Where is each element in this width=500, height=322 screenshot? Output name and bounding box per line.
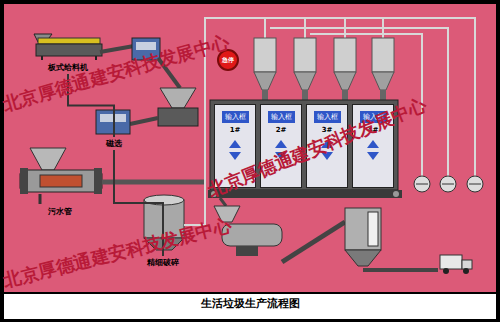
conveyor [100, 46, 134, 52]
arrow-button [229, 152, 241, 160]
drum-screen [20, 170, 102, 192]
conveyor [363, 268, 438, 272]
hopper [160, 88, 196, 108]
node-text: 精细破碎 [147, 257, 179, 268]
silo-cone [334, 72, 356, 90]
leg [95, 56, 97, 60]
pipe [264, 18, 266, 38]
silo [294, 38, 316, 72]
motor [236, 246, 258, 256]
background [4, 4, 496, 292]
sewer-pipe [39, 194, 42, 204]
conveyor [102, 180, 205, 185]
belt-conveyor [208, 190, 402, 198]
pipe [382, 18, 384, 38]
arrow-buttons [367, 140, 379, 160]
leg [41, 56, 43, 60]
silo-cone [294, 72, 316, 90]
roller [393, 191, 399, 197]
fan [467, 176, 483, 192]
fan [440, 176, 456, 192]
node-text: 输入框 [222, 111, 249, 123]
node-text: 急停 [222, 56, 234, 65]
title: 生活垃圾生产流程图 [0, 296, 500, 311]
chute [220, 198, 226, 206]
node-text: 1# [230, 126, 241, 134]
fan-blade [442, 184, 454, 185]
silo-cone [372, 72, 394, 90]
conveyor [130, 118, 158, 124]
drum-end [20, 168, 28, 194]
silo [334, 38, 356, 72]
machine-label: 精细破碎 [145, 256, 181, 269]
motor-base [158, 108, 198, 126]
wheel [463, 268, 469, 274]
pipe [344, 18, 346, 38]
arrow-button [275, 140, 287, 148]
name-plate [40, 175, 82, 187]
fan [414, 176, 430, 192]
watermark: 北京厚德通建安科技发展中心 [1, 32, 231, 114]
product-silo [345, 208, 381, 250]
silo [372, 38, 394, 72]
silo [254, 38, 276, 72]
truck-body [440, 255, 462, 269]
arrow-button [367, 152, 379, 160]
node-text: 板式给料机 [48, 62, 88, 73]
arrow-button [367, 140, 379, 148]
plate-feeder [36, 44, 102, 56]
funnel [30, 148, 66, 170]
node-text: 2# [276, 126, 287, 134]
silo-cone [254, 72, 276, 90]
part-label: 污水管 [48, 206, 72, 217]
pipe [304, 18, 306, 38]
material [38, 38, 100, 44]
name-plate [368, 212, 378, 246]
wheel [443, 268, 449, 274]
node-text: 输入框 [268, 111, 295, 123]
conveyor [282, 222, 345, 262]
watermark: 北京厚德通建安科技发展中心 [2, 216, 233, 290]
arrow-buttons [229, 140, 241, 160]
arrow-button [229, 140, 241, 148]
truck-cab [462, 260, 472, 269]
silo-cone [345, 250, 381, 266]
node-text: 磁选 [106, 138, 122, 149]
machine-window [136, 42, 156, 50]
drum-end [94, 168, 102, 194]
fan-blade [469, 184, 481, 185]
node-text: 输入框 [314, 111, 341, 123]
machine-label: 磁选 [104, 137, 124, 150]
fan-blade [416, 184, 428, 185]
